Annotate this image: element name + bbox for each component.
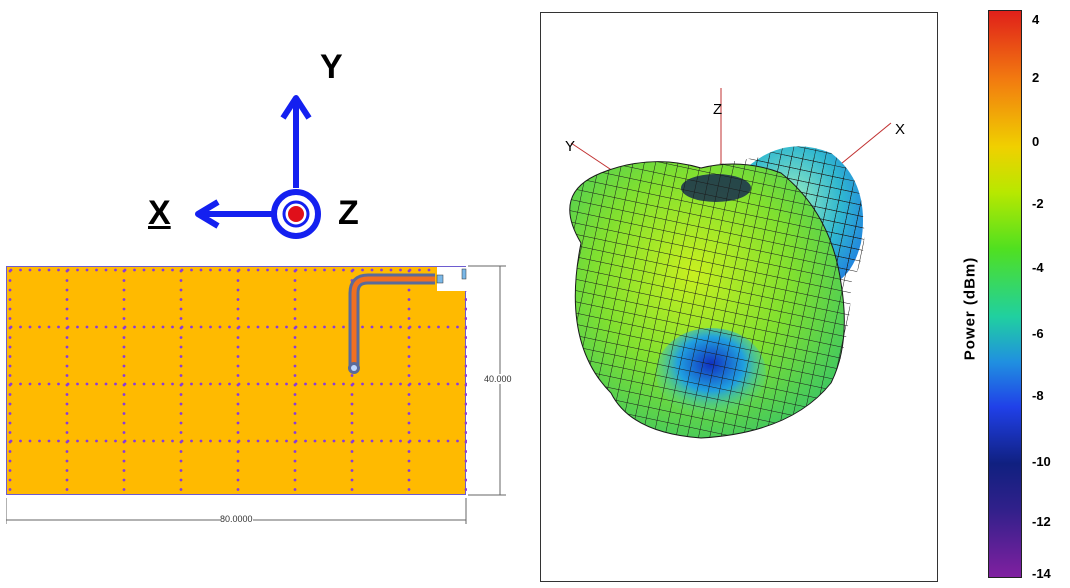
z-axis-label: Z — [338, 194, 359, 232]
dimension-lines — [6, 265, 506, 524]
radiation-pattern-plot: Z Y X — [540, 12, 938, 582]
colorbar — [988, 10, 1022, 578]
plot-y-label: Y — [565, 138, 576, 155]
coordinate-axes-diagram — [195, 95, 321, 239]
matching-component — [436, 274, 444, 284]
width-dimension-label: 80.0000 — [220, 514, 253, 524]
colorbar-tick: 2 — [1032, 70, 1040, 85]
z-axis-dot — [288, 206, 304, 222]
height-dimension-label: 40.000 — [484, 374, 512, 384]
y-axis-label: Y — [320, 48, 343, 86]
colorbar-title: Power (dBm) — [961, 256, 979, 361]
colorbar-tick: -10 — [1032, 454, 1051, 469]
colorbar-tick: -2 — [1032, 196, 1044, 211]
colorbar-tick: -14 — [1032, 566, 1051, 581]
feed-line-trace — [351, 276, 435, 367]
antenna-board-layout: 40.000 80.0000 — [6, 262, 516, 524]
antenna-element — [461, 268, 467, 280]
plot-z-label: Z — [713, 101, 723, 118]
colorbar-tick: 4 — [1032, 12, 1040, 27]
radiation-pattern-3d — [569, 88, 892, 439]
colorbar-tick: -6 — [1032, 326, 1044, 341]
colorbar-tick: -12 — [1032, 514, 1051, 529]
y-axis-arrowhead — [280, 95, 312, 120]
colorbar-tick: -8 — [1032, 388, 1044, 403]
x-axis-arrowhead — [195, 199, 220, 229]
main-lobe — [569, 153, 865, 438]
ground-plane — [6, 266, 467, 496]
colorbar-tick: 0 — [1032, 134, 1040, 149]
x-axis-line — [835, 122, 892, 169]
plot-x-label: X — [895, 121, 906, 138]
colorbar-tick: -4 — [1032, 260, 1044, 275]
via-grid — [7, 267, 467, 496]
x-axis-label: X — [148, 194, 171, 232]
